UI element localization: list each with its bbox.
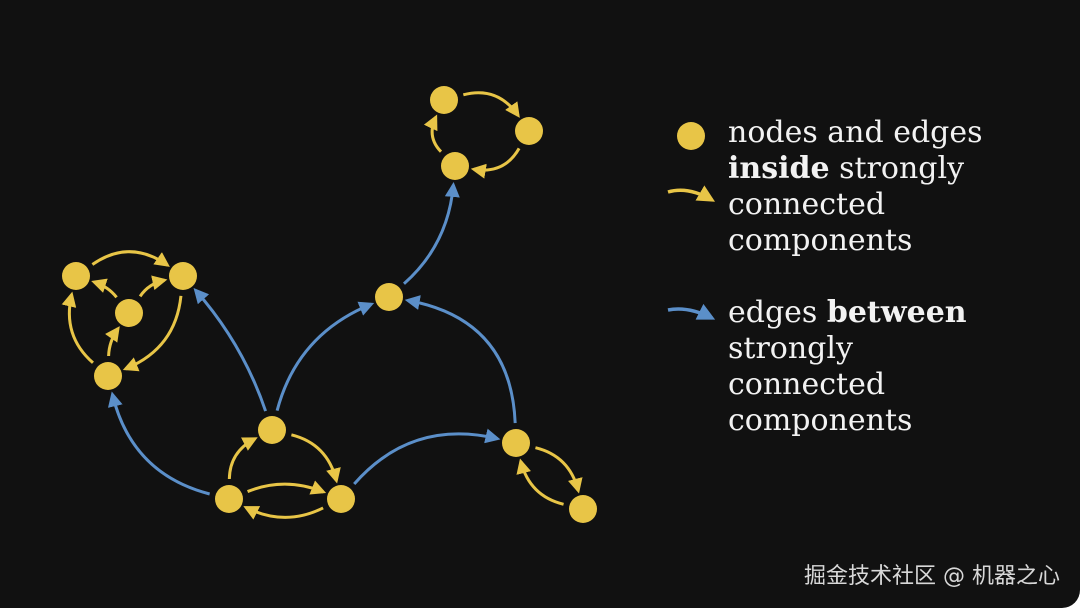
legend-inside-edge-icon [667, 185, 716, 202]
edge-between-f-to-d [107, 391, 211, 496]
node-b [169, 262, 197, 290]
legend-rest: edges [728, 295, 827, 330]
node-l [502, 429, 530, 457]
node-h [375, 283, 403, 311]
legend-rest: strongly [829, 151, 965, 186]
edge-inside-f-to-g [247, 480, 327, 495]
legend-between-label: edges between strongly connected compone… [728, 295, 967, 439]
edge-between-e-to-h [275, 301, 375, 412]
edge-inside-m-to-l [516, 458, 564, 506]
node-i [430, 86, 458, 114]
node-j [515, 117, 543, 145]
node-k [441, 152, 469, 180]
legend-line: components [728, 223, 913, 258]
edge-inside-a-to-b [91, 250, 170, 267]
legend-between-edge-icon [667, 303, 716, 320]
edge-inside-i-to-j [462, 91, 520, 118]
legend-line: connected [728, 187, 886, 222]
edge-inside-c-to-a [91, 278, 118, 299]
legend-line: strongly [728, 331, 853, 366]
watermark: 掘金技术社区 @ 机器之心 [804, 564, 1060, 589]
edge-between-e-to-b [193, 288, 268, 412]
edge-between-h-to-k [402, 181, 460, 285]
legend-line: components [728, 403, 913, 438]
node-d [94, 362, 122, 390]
legend-line: nodes and edges [728, 115, 983, 150]
edge-inside-g-to-f [243, 506, 324, 520]
edge-between-g-to-l [353, 428, 501, 485]
legend-bold: inside [728, 151, 830, 186]
node-a [62, 262, 90, 290]
node-e [258, 416, 286, 444]
legend-node-icon [677, 122, 705, 150]
edge-inside-k-to-i [423, 114, 443, 153]
node-f [215, 485, 243, 513]
edge-inside-j-to-k [470, 147, 521, 179]
edge-between-l-to-h [404, 295, 517, 424]
edge-inside-b-to-d [122, 295, 183, 372]
node-m [569, 495, 597, 523]
legend-line: connected [728, 367, 886, 402]
legend-line: edges between [728, 295, 967, 331]
legend-inside-label: nodes and edges inside strongly connecte… [728, 115, 983, 259]
edge-inside-c-to-b [138, 275, 168, 298]
legend-bold: between [826, 295, 967, 330]
edge-inside-f-to-e [227, 437, 258, 480]
edge-inside-d-to-a [61, 291, 94, 364]
node-c [115, 299, 143, 327]
legend-line: inside strongly [728, 151, 983, 187]
node-g [327, 485, 355, 513]
edge-inside-e-to-g [291, 433, 341, 484]
edge-inside-d-to-c [105, 326, 120, 357]
edge-inside-l-to-m [535, 446, 583, 494]
